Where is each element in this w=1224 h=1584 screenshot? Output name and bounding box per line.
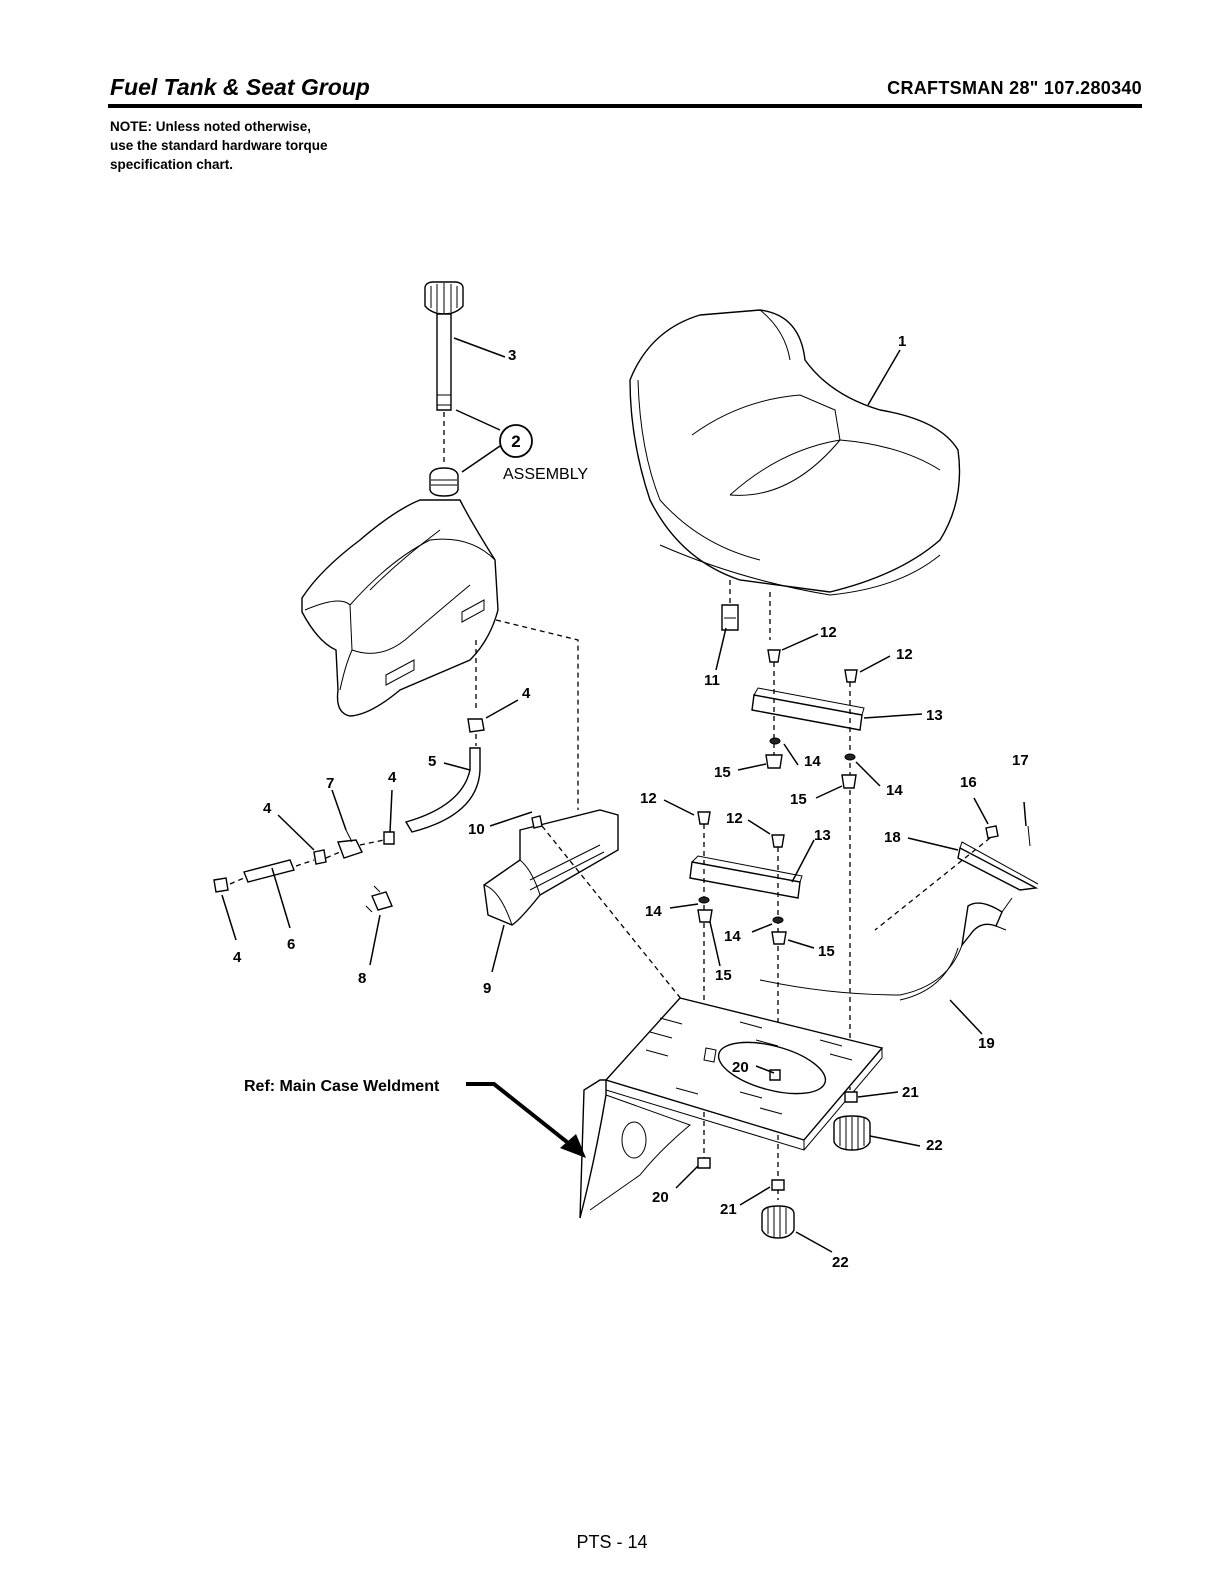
tank-bracket-drawing: [483, 809, 691, 1011]
assembly-label: ASSEMBLY: [503, 466, 588, 483]
fuel-cap-tube-drawing: [424, 281, 464, 462]
callout: 4: [522, 685, 531, 702]
callout: 12: [896, 646, 913, 663]
callout: 11: [704, 672, 720, 689]
callout: 15: [714, 764, 731, 781]
fuel-tank-drawing: [301, 467, 579, 810]
page-number: PTS - 14: [576, 1532, 648, 1552]
callout: 12: [640, 790, 657, 807]
callout: 16: [960, 774, 977, 791]
fuel-line-drawing: [213, 718, 485, 913]
callout: 3: [508, 347, 516, 364]
callout: 4: [263, 800, 272, 817]
callout: 13: [814, 827, 831, 844]
callout: 14: [804, 753, 821, 770]
callout: 15: [790, 791, 807, 808]
note-line: NOTE: Unless noted otherwise,: [110, 119, 312, 134]
main-case-drawing: [579, 997, 884, 1239]
callout: 15: [818, 943, 835, 960]
callout: 10: [468, 821, 485, 838]
seat-drawing: [629, 309, 961, 640]
callout: 17: [1012, 752, 1029, 769]
callout: 18: [884, 829, 901, 846]
note-line: specification chart.: [110, 157, 234, 172]
callout: 15: [715, 967, 732, 984]
assembly-number: 2: [511, 432, 520, 451]
assembly-circle: [499, 424, 533, 458]
callout: 19: [978, 1035, 995, 1052]
callout: 5: [428, 753, 436, 770]
callout: 14: [886, 782, 903, 799]
callout: 13: [926, 707, 943, 724]
callout: 21: [720, 1201, 737, 1218]
leader-lines: [221, 337, 1027, 1253]
callout: 20: [732, 1059, 749, 1076]
torque-note: NOTE: Unless noted otherwise, use the st…: [110, 117, 328, 174]
callout: 14: [724, 928, 741, 945]
callout: 6: [287, 936, 295, 953]
callout: 20: [652, 1189, 669, 1206]
callout: 4: [388, 769, 397, 786]
callout: 21: [902, 1084, 919, 1101]
callout: 1: [898, 333, 906, 350]
callout: 22: [832, 1254, 849, 1271]
reference-label: Ref: Main Case Weldment: [244, 1078, 440, 1095]
header-rule: [108, 104, 1142, 108]
model-number: CRAFTSMAN 28" 107.280340: [887, 78, 1142, 98]
callout: 12: [726, 810, 743, 827]
callout: 12: [820, 624, 837, 641]
callout: 14: [645, 903, 662, 920]
note-line: use the standard hardware torque: [110, 138, 328, 153]
callout: 9: [483, 980, 491, 997]
callout-numbers: 1 3 4 5 7 4 4 10 4 6 8 9 11 12 12 13 15 …: [233, 333, 1029, 1271]
callout: 7: [326, 775, 334, 792]
seat-switch-drawing: [759, 825, 1039, 1001]
callout: 22: [926, 1137, 943, 1154]
seat-rails-drawing: [689, 649, 865, 1200]
callout: 4: [233, 949, 242, 966]
page-title: Fuel Tank & Seat Group: [110, 74, 370, 100]
callout: 8: [358, 970, 366, 987]
